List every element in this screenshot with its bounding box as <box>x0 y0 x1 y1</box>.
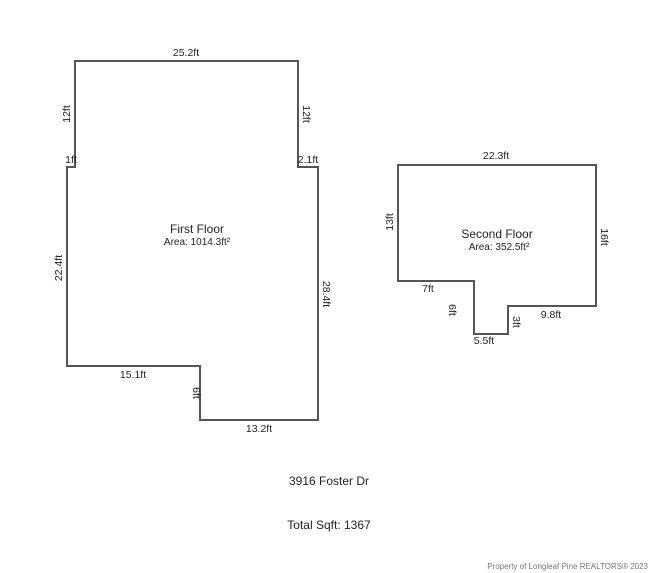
second-floor-dim-bottom-left: 7ft <box>422 283 434 295</box>
first-floor-dim-left-step: 1ft <box>65 154 77 166</box>
second-floor-dim-top: 22.3ft <box>483 150 509 162</box>
property-address: 3916 Foster Dr <box>288 474 370 488</box>
watermark-text: Property of Longleaf Pine REALTORS® 2023 <box>487 562 648 571</box>
first-floor-dim-bottom: 13.2ft <box>246 423 272 435</box>
first-floor-dim-bottom-left: 15.1ft <box>120 369 146 381</box>
second-floor-title: Second Floor <box>461 227 532 241</box>
first-floor-dim-top: 25.2ft <box>173 47 199 59</box>
second-floor-dim-right: 16ft <box>598 228 610 246</box>
second-floor-dim-bottom-right: 9.8ft <box>541 309 562 321</box>
total-sqft: Total Sqft: 1367 <box>287 518 371 532</box>
second-floor-dim-left: 13ft <box>384 213 396 231</box>
second-floor-area: Area: 352.5ft² <box>469 242 530 253</box>
first-floor-title: First Floor <box>170 222 224 236</box>
first-floor-dim-right-step: 2.1ft <box>298 154 319 166</box>
first-floor-dim-notch: 6ft <box>190 387 202 399</box>
first-floor-outline <box>66 60 319 421</box>
first-floor-dim-right: 28.4ft <box>320 281 332 307</box>
second-floor-dim-notch-left: 6ft <box>446 304 458 316</box>
first-floor-dim-left: 22.4ft <box>53 255 65 281</box>
second-floor-outline <box>397 164 597 335</box>
first-floor-area: Area: 1014.3ft² <box>164 237 231 248</box>
first-floor-dim-left-upper: 12ft <box>61 105 73 123</box>
second-floor-dim-bottom: 5.5ft <box>474 335 495 347</box>
second-floor-dim-notch-right: 3ft <box>510 316 522 328</box>
first-floor-dim-right-upper: 12ft <box>300 105 312 123</box>
